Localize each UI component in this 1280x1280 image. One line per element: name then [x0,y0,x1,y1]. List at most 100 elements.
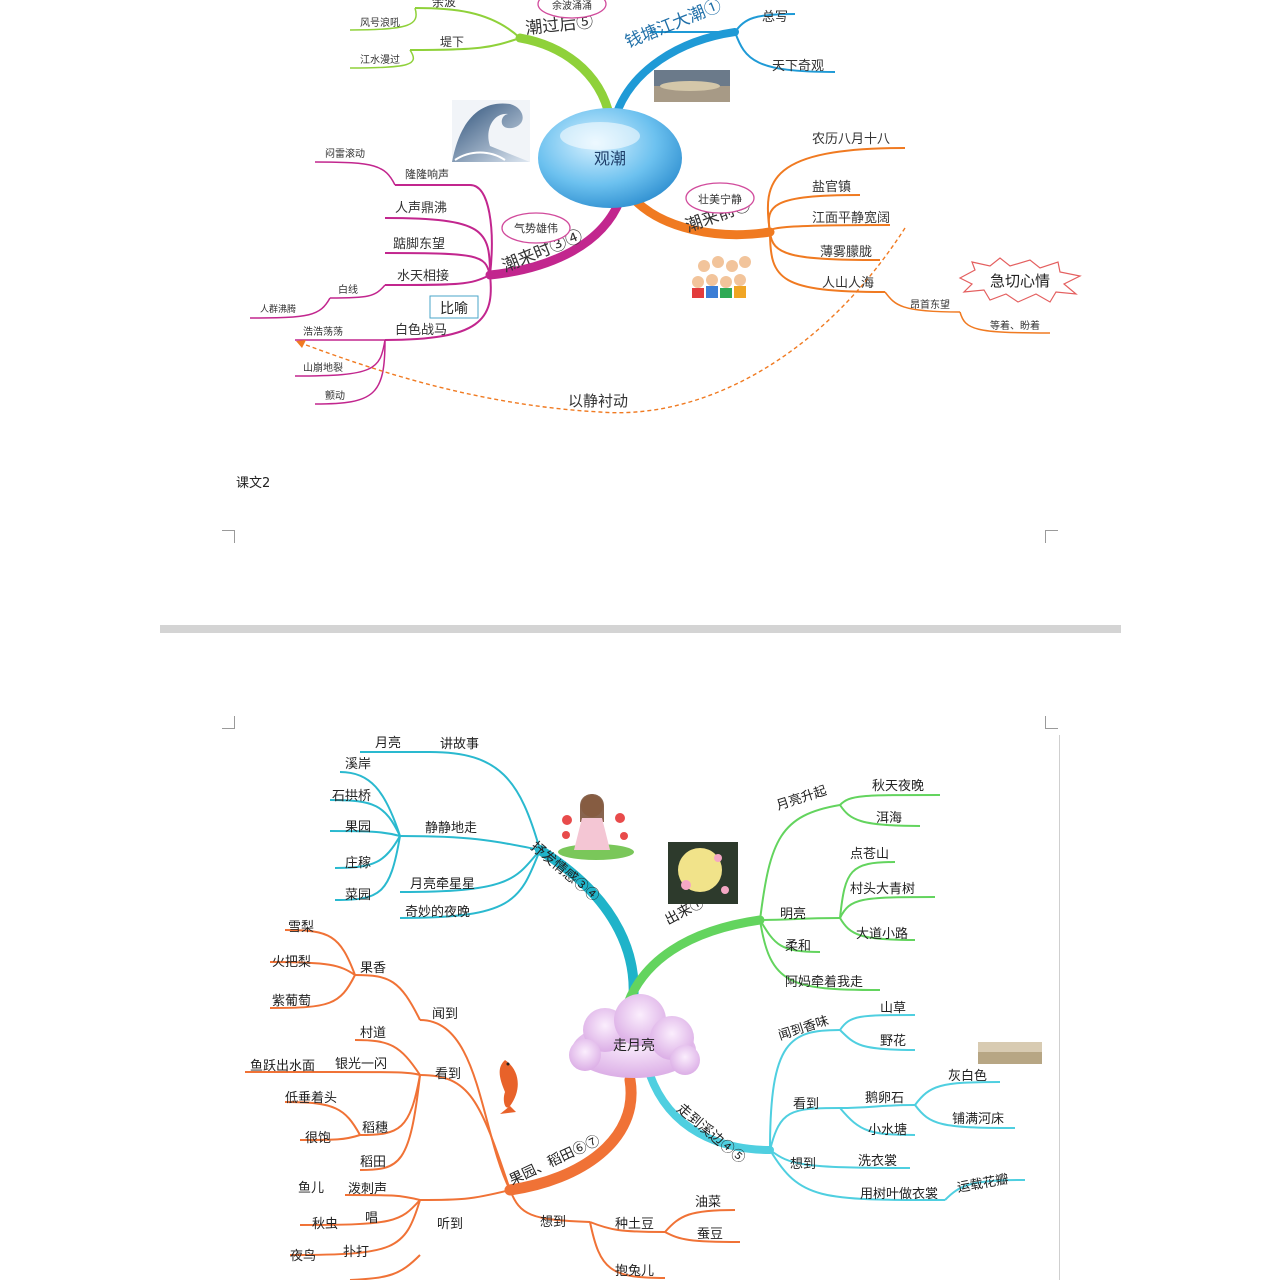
leaf: 村道 [360,1026,386,1041]
leaf: 野花 [880,1033,906,1049]
leaf: 江面平静宽阔 [812,210,890,226]
tag-b4: 余波涌涌 [552,0,592,12]
dash-label: 以静衬动 [568,392,628,410]
leaf: 柔和 [785,939,811,954]
leaf: 稻田 [360,1155,386,1170]
branch2-b2 [620,915,765,1017]
leaf: 紫葡萄 [272,994,311,1009]
leaf: 点苍山 [850,847,889,862]
caption-lesson2: 课文2 [236,476,271,491]
leaf: 山草 [880,1001,906,1016]
leaf: 江水漫过 [360,53,400,66]
leaf: 很饱 [305,1131,331,1146]
leaf: 扑打 [343,1245,369,1260]
leaf: 菜园 [345,888,371,903]
leaf: 讲故事 [440,737,479,752]
crop-mark [222,530,235,543]
leaf: 果香 [360,961,386,976]
moon-picture [668,842,738,904]
leaf: 灰白色 [948,1068,987,1084]
leaf: 唱 [365,1211,378,1226]
leaf: 人群沸腾 [260,303,296,315]
map2: 走月亮 抒发情感③④ 出来①②③ 走到溪边④⑤ 果园、稻田⑥⑦ 讲故事 月亮 溪… [245,735,1042,1280]
leaf: 月亮牵星星 [410,876,475,892]
leaf: 洗衣裳 [858,1153,897,1169]
leaf: 泼刺声 [348,1182,387,1197]
girl-illustration [558,794,634,860]
leaf: 鹅卵石 [865,1090,904,1106]
leaf: 余波 [432,0,456,9]
page-edge [1059,735,1060,1280]
branch2-b4 [504,1074,637,1196]
leaf: 银光一闪 [335,1057,387,1072]
leaf: 大道小路 [856,926,908,942]
leaf: 想到 [540,1214,566,1230]
crowd-icon [692,256,751,298]
leaf: 隆隆响声 [405,167,449,181]
leaf: 秋虫 [312,1217,338,1232]
tag-b3: 气势雄伟 [514,221,558,235]
leaf: 月亮 [375,735,401,751]
leaf: 奇妙的夜晚 [405,904,470,920]
leaf: 蚕豆 [697,1227,723,1242]
tag-b2: 壮美宁静 [698,192,742,206]
branch-b4 [515,33,615,123]
leaf: 浩浩荡荡 [303,326,343,338]
leaf: 闻到香味 [777,1013,831,1043]
leaf: 洱海 [876,811,902,826]
crop-mark [222,716,235,729]
center2-label: 走月亮 [613,1037,655,1054]
leaf: 薄雾朦胧 [820,245,872,260]
center-label: 观潮 [594,149,626,168]
emotion-label: 急切心情 [990,272,1050,290]
leaf: 堤下 [440,35,464,49]
branch-label-b1: 钱塘江大潮① [622,0,724,53]
leaf: 村头大青树 [850,882,915,897]
leaf: 铺满河床 [952,1112,1004,1127]
wave-picture [452,100,530,162]
dashed-contrast-arc [297,227,906,414]
leaf: 秋天夜晚 [872,779,924,794]
map1: 观潮 钱塘江大潮① 潮来前② 潮来时③④ 潮过后⑤ 壮美宁静 气势雄伟 余波涌涌… [249,0,1082,414]
metaphor-label: 比喻 [440,301,468,317]
leaf: 鱼儿 [298,1180,324,1196]
leaf: 等着、盼着 [990,319,1040,332]
leaf: 种土豆 [615,1217,654,1232]
leaf: 看到 [435,1066,461,1082]
leaf: 风号浪吼 [360,16,400,29]
leaf: 看到 [793,1096,819,1112]
leaf: 水天相接 [397,268,449,284]
leaf: 闻到 [432,1007,458,1022]
leaf: 石拱桥 [332,789,371,804]
leaf: 白线 [338,283,358,296]
branch2-label-b3: 走到溪边④⑤ [673,1101,748,1167]
leaf: 明亮 [780,906,806,922]
leaf: 雪梨 [288,920,314,935]
leaf: 阿妈牵着我走 [785,974,863,990]
branch2-b3 [646,1071,774,1154]
metaphor-box [429,295,479,319]
stream-picture [978,1042,1042,1064]
leaf: 山崩地裂 [303,361,343,374]
leaf: 农历八月十八 [812,132,890,147]
leaf: 运载花瓣 [956,1171,1010,1196]
branch-b2 [625,190,775,240]
leaf: 用树叶做衣裳 [860,1186,938,1202]
leaf: 闷雷滚动 [325,147,365,160]
branch-b1 [611,28,739,122]
leaf: 抱兔儿 [615,1263,654,1279]
leaf: 溪岸 [345,757,371,772]
leaf: 油菜 [695,1195,721,1210]
crop-mark [1045,716,1058,729]
leaf: 庄稼 [345,855,371,871]
leaf: 火把梨 [272,955,311,970]
leaf: 总写 [762,10,788,25]
leaf: 人声鼎沸 [395,201,447,216]
koi-fish-icon [499,1060,518,1114]
leaf: 白色战马 [395,322,447,338]
leaf: 颤动 [325,389,345,402]
center-cloud [569,994,700,1078]
leaf: 稻穗 [362,1121,388,1136]
leaf: 天下奇观 [772,58,824,74]
